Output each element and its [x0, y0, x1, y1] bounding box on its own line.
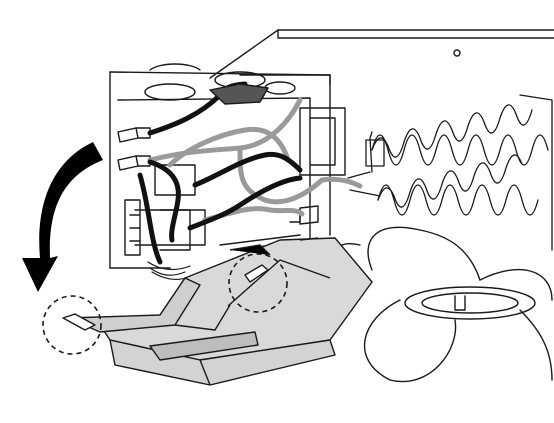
callout-circle-left: [42, 295, 102, 355]
heating-coil: [347, 94, 553, 251]
curved-arrow-down-left-icon: [22, 142, 103, 292]
housing-panel: [209, 29, 554, 86]
wire-connector-top: [209, 83, 269, 105]
callout-circle-right: [228, 253, 288, 313]
wire-bundle: [147, 261, 193, 281]
fan-blade: [335, 226, 553, 383]
black-wires: [137, 81, 303, 265]
callout-circles: [42, 253, 288, 355]
access-cover: [62, 237, 373, 386]
